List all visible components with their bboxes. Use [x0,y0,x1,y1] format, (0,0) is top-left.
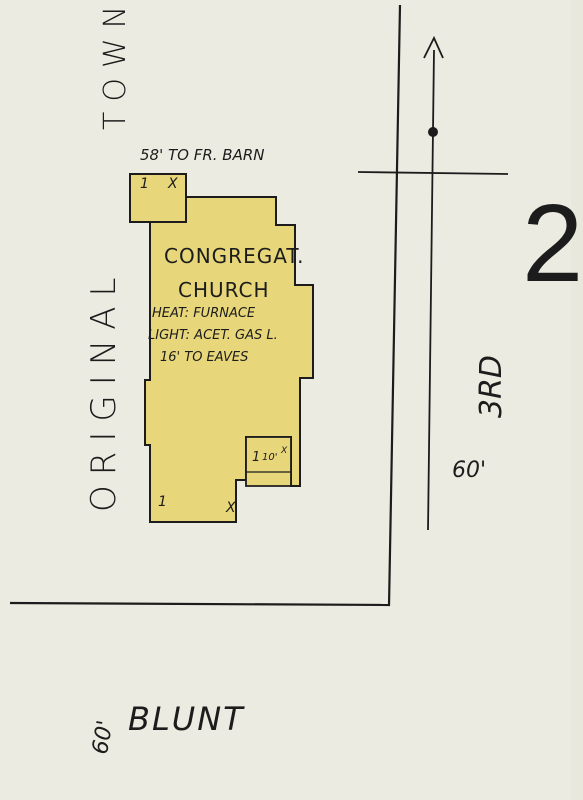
street-centerline [427,49,435,531]
street-label-town: TOWN [98,0,133,130]
annex-story-mark: 1 [252,450,261,465]
map-lines [9,4,509,607]
annex-construction-mark: X [281,446,288,456]
survey-point-icon [428,127,438,137]
story-mark: 1 [140,176,149,192]
block-line-right [387,4,402,607]
sheet-number: 2 [522,182,583,305]
street-label-3rd: 3RD [474,354,509,418]
street-width-right: 60' [452,458,487,483]
street-label-original: ORIGINAL [84,267,124,512]
barn-distance-note: 58' TO FR. BARN [140,146,265,164]
north-arrow-icon [423,35,444,59]
construction-mark: X [226,500,236,516]
light-note: LIGHT: ACET. GAS L. [148,328,278,343]
sanborn-map: ORIGINAL TOWN 60' BLUNT 3RD 60' 2 58' TO… [9,0,583,757]
cross-line [357,171,509,175]
building-name-line2: CHURCH [178,278,270,302]
building-name-line1: CONGREGAT. [164,244,305,268]
annex-footprint [245,436,292,487]
heat-note: HEAT: FURNACE [152,306,256,321]
block-line-bottom [9,601,391,607]
story-mark: 1 [158,494,167,510]
construction-mark: X [168,176,178,192]
street-label-blunt: BLUNT [128,700,245,738]
height-note: 16' TO EAVES [160,350,249,365]
annex-height: 10' [262,452,278,463]
